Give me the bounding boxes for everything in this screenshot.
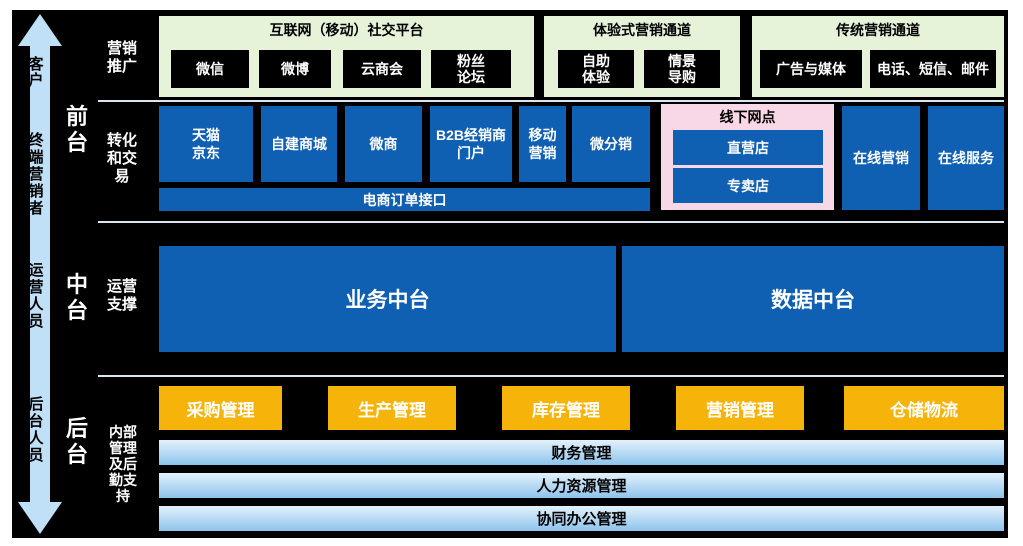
outlet-franchise-store: 专卖店 bbox=[673, 168, 823, 203]
channel-weibo: 微博 bbox=[259, 50, 331, 88]
channel-yunshanghui: 云商会 bbox=[343, 50, 421, 88]
section-middle: 中台 bbox=[65, 272, 88, 323]
panel-title: 传统营销通道 bbox=[836, 22, 920, 38]
row-label-operations: 运营支撑 bbox=[106, 278, 137, 313]
row-label-internal: 内部管理及后勤支持 bbox=[109, 424, 137, 504]
data-middle-platform: 数据中台 bbox=[622, 246, 1004, 352]
row-label-marketing: 营销推广 bbox=[106, 40, 137, 75]
channel-tmall-jd: 天猫京东 bbox=[159, 106, 253, 182]
side-mid-audience: 运营人员 bbox=[28, 262, 44, 330]
bar-human-resources: 人力资源管理 bbox=[159, 473, 1004, 498]
channel-fan-forum: 粉丝论坛 bbox=[431, 50, 511, 88]
channel-scene-guide: 情景导购 bbox=[644, 50, 720, 88]
section-back: 后台 bbox=[65, 416, 88, 467]
separator-line bbox=[98, 375, 1004, 377]
order-interface-bar: 电商订单接口 bbox=[159, 188, 650, 211]
bar-collaborative-office: 协同办公管理 bbox=[159, 506, 1004, 531]
side-back-audience: 后台人员 bbox=[28, 396, 44, 464]
section-front: 前台 bbox=[65, 104, 88, 155]
separator-line bbox=[98, 221, 1004, 223]
channel-phone-sms-mail: 电话、短信、邮件 bbox=[870, 50, 996, 88]
module-warehouse-logistics: 仓储物流 bbox=[844, 386, 1004, 430]
channel-micro-distribution: 微分销 bbox=[572, 106, 650, 182]
panel-experience: 体验式营销通道 自助体验 情景导购 bbox=[544, 16, 740, 97]
channel-mobile-marketing: 移动营销 bbox=[519, 106, 566, 182]
double-arrow-icon bbox=[18, 14, 62, 534]
panel-offline-outlets: 线下网点 直营店 专卖店 bbox=[661, 104, 834, 210]
diagram-board: 客户 终端营销者 运营人员 后台人员 前台 中台 后台 营销推广 转化和交易 运… bbox=[12, 10, 1008, 538]
panel-title: 线下网点 bbox=[719, 109, 776, 125]
panel-title: 体验式营销通道 bbox=[593, 22, 691, 38]
side-front-audience: 终端营销者 bbox=[28, 131, 44, 217]
row-label-conversion: 转化和交易 bbox=[106, 132, 137, 185]
separator-line bbox=[98, 100, 1004, 102]
channel-wechat: 微信 bbox=[171, 50, 249, 88]
side-top-label: 客户 bbox=[28, 56, 44, 89]
channel-ads-media: 广告与媒体 bbox=[760, 50, 862, 88]
channel-self-experience: 自助体验 bbox=[558, 50, 634, 88]
panel-traditional: 传统营销通道 广告与媒体 电话、短信、邮件 bbox=[752, 16, 1004, 97]
online-service: 在线服务 bbox=[928, 106, 1004, 210]
channel-weishang: 微商 bbox=[345, 106, 422, 182]
channel-own-mall: 自建商城 bbox=[261, 106, 337, 182]
module-inventory: 库存管理 bbox=[502, 386, 630, 430]
outlet-direct-store: 直营店 bbox=[673, 130, 823, 165]
channel-b2b-portal: B2B经销商门户 bbox=[430, 106, 512, 182]
module-marketing: 营销管理 bbox=[676, 386, 804, 430]
online-marketing: 在线营销 bbox=[842, 106, 920, 210]
business-middle-platform: 业务中台 bbox=[159, 246, 616, 352]
bar-finance: 财务管理 bbox=[159, 440, 1004, 465]
panel-internet-social: 互联网（移动）社交平台 微信 微博 云商会 粉丝论坛 bbox=[159, 16, 534, 97]
panel-title: 互联网（移动）社交平台 bbox=[269, 22, 424, 38]
module-production: 生产管理 bbox=[328, 386, 456, 430]
module-procurement: 采购管理 bbox=[159, 386, 282, 430]
